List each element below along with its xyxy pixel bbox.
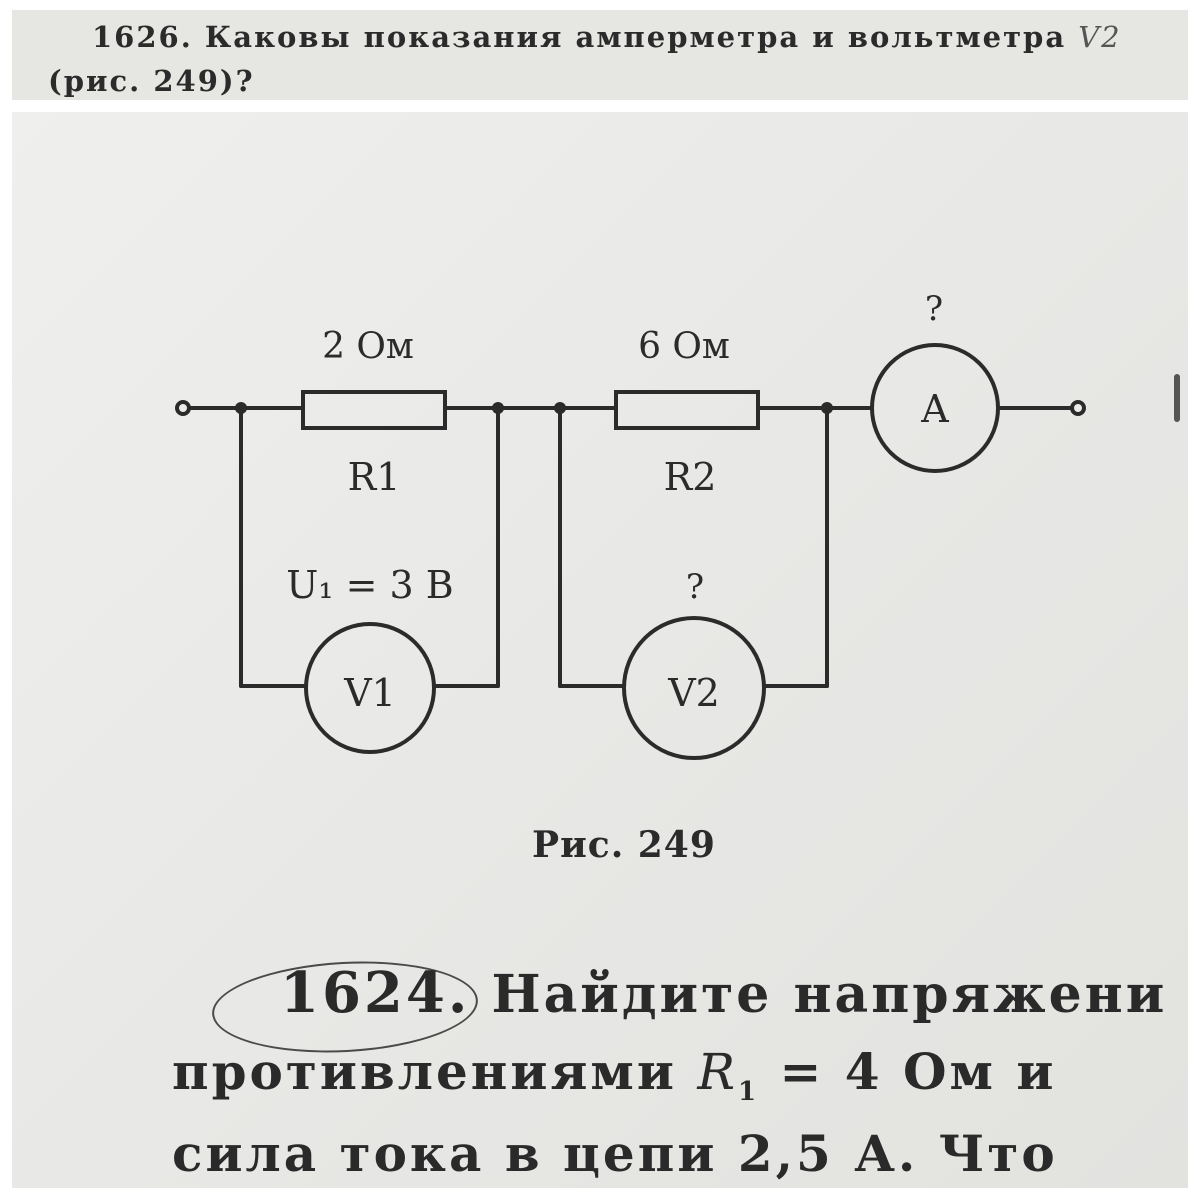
resistance-variable: R — [697, 1043, 738, 1101]
problem-1624: 1624. Найдите напряжени противлениями R1… — [12, 932, 1188, 1188]
junction-dot — [492, 402, 504, 414]
problem-1626-strip: 1626. Каковы показания амперметра и воль… — [12, 10, 1188, 100]
problem-1626-line2: (рис. 249)? — [48, 64, 255, 98]
v2-question-mark: ? — [686, 567, 704, 607]
ammeter — [870, 343, 1000, 473]
r1-label: R1 — [348, 455, 401, 499]
r2-value-label: 6 Ом — [638, 326, 730, 367]
page-edge-mark — [1174, 374, 1180, 422]
voltmeter-v1 — [304, 622, 436, 754]
problem-1624-line2: противлениями R1 = 4 Ом и — [172, 1042, 1056, 1107]
resistor-r2 — [614, 390, 760, 430]
problem-1624-line1: 1624. Найдите напряжени — [280, 960, 1167, 1026]
voltmeter-v2 — [622, 616, 766, 760]
problem-1624-line3: сила тока в цепи 2,5 А. Что — [172, 1124, 1058, 1183]
v2-label: V2 — [667, 671, 720, 715]
junction-dot — [821, 402, 833, 414]
v1-label: V1 — [343, 671, 396, 715]
r2-label: R2 — [664, 455, 717, 499]
left-terminal — [175, 400, 191, 416]
problem-1626-line1: 1626. Каковы показания амперметра и воль… — [92, 20, 1122, 54]
resistance-subscript: 1 — [737, 1077, 760, 1107]
u1-label: U₁ = 3 В — [286, 563, 453, 607]
problem-1624-line1-text: Найдите напряжени — [491, 964, 1168, 1025]
problem-1626-text: . Каковы показания амперметра и вольтмет… — [180, 20, 1079, 54]
problem-1626-meter-ref: V2 — [1078, 20, 1122, 54]
problem-1626-number: 1626 — [92, 20, 181, 54]
ammeter-question-mark: ? — [925, 289, 943, 329]
circuit-diagram: 2 Ом R1 6 Ом R2 U₁ = 3 В V1 ? V2 ? A — [175, 289, 1086, 760]
junction-dot — [554, 402, 566, 414]
problem-1624-line2-rest: = 4 Ом и — [759, 1042, 1057, 1101]
textbook-page: 2 Ом R1 6 Ом R2 U₁ = 3 В V1 ? V2 ? A Рис… — [12, 112, 1188, 1188]
right-terminal — [1070, 400, 1086, 416]
problem-1624-line2-text: противлениями — [172, 1042, 698, 1101]
junction-dot — [235, 402, 247, 414]
resistor-r1 — [301, 390, 447, 430]
figure-caption: Рис. 249 — [532, 824, 716, 866]
r1-value-label: 2 Ом — [322, 326, 414, 367]
ammeter-label: A — [920, 387, 949, 431]
problem-1624-number: 1624. — [280, 960, 471, 1026]
